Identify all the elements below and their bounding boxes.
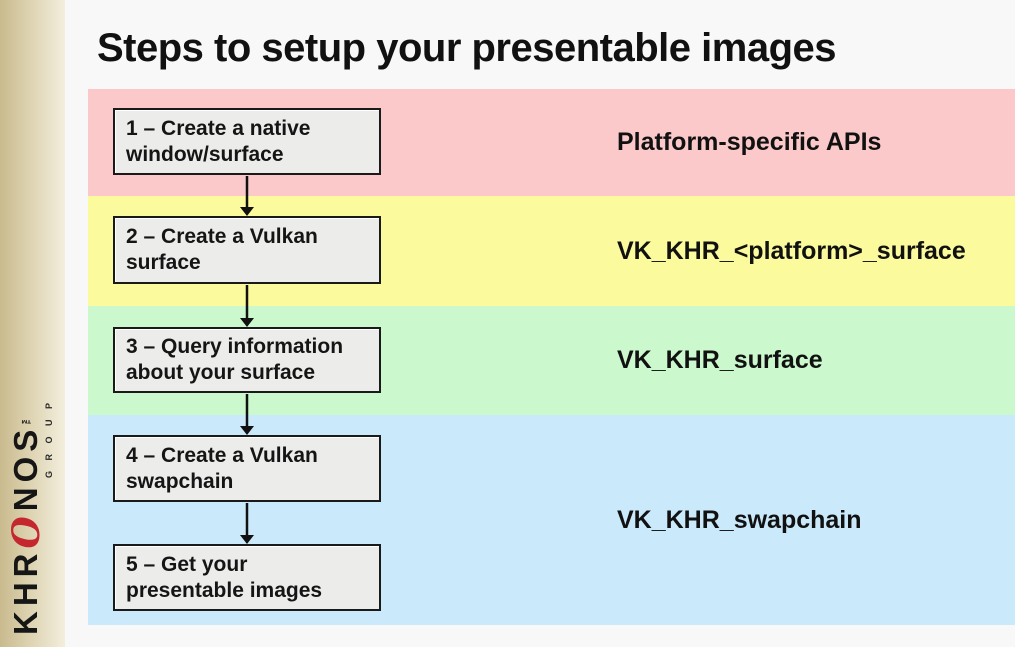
khronos-group-label: G R O U P <box>44 399 54 479</box>
flow-step-2: 2 – Create a Vulkan surface <box>113 216 381 284</box>
khronos-suffix: NOS <box>7 424 44 512</box>
khronos-o-swoosh-icon: O <box>4 511 48 549</box>
sidebar: KHRONOS™ G R O U P <box>0 0 65 647</box>
api-label-platform-surface: VK_KHR_<platform>_surface <box>617 236 966 265</box>
api-label-surface: VK_KHR_surface <box>617 346 823 374</box>
khronos-prefix: KHR <box>7 548 44 636</box>
page-title: Steps to setup your presentable images <box>97 26 837 70</box>
flow-step-1: 1 – Create a native window/surface <box>113 108 381 175</box>
api-label-swapchain: VK_KHR_swapchain <box>617 505 862 534</box>
flow-step-3: 3 – Query information about your surface <box>113 327 381 393</box>
khronos-logo: KHRONOS™ G R O U P <box>0 383 65 641</box>
flow-step-4: 4 – Create a Vulkan swapchain <box>113 435 381 502</box>
trademark-symbol: ™ <box>20 411 32 425</box>
flow-step-5: 5 – Get your presentable images <box>113 544 381 611</box>
api-label-platform-apis: Platform-specific APIs <box>617 128 882 156</box>
khronos-wordmark: KHRONOS™ <box>4 383 48 636</box>
